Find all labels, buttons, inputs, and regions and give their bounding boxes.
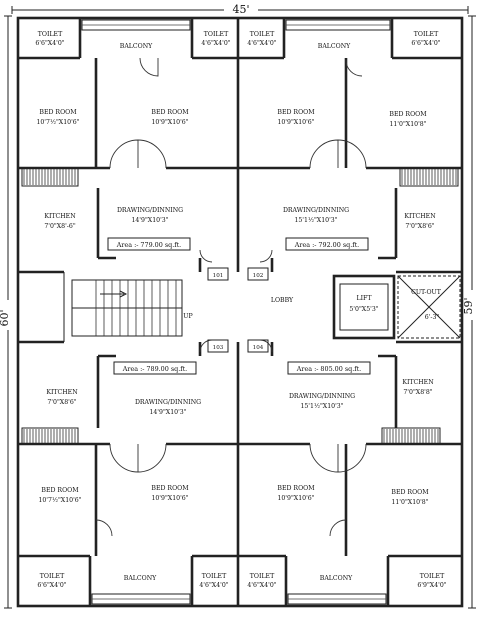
tr-kitchen-size: 7'0"X8'6": [405, 223, 434, 230]
dimension-right: 59': [462, 297, 475, 314]
cutout-size: 6'-3": [425, 314, 440, 321]
bl-kitchen-name: KITCHEN: [46, 389, 78, 396]
lobby-label: LOBBY: [271, 297, 294, 304]
tl-toilet1-name: TOILET: [38, 31, 63, 38]
tl-kitchen-name: KITCHEN: [44, 213, 76, 220]
area-top-right: Area :- 792.00 sq.ft.: [294, 241, 359, 249]
area-bottom-right: Area :- 805.00 sq.ft.: [296, 365, 361, 373]
unit-boxes: [207, 267, 269, 353]
br-bed1-name: BED ROOM: [277, 485, 315, 492]
bl-kitchen-size: 7'0"X8'6": [47, 399, 76, 406]
dimension-left: 60': [0, 309, 11, 326]
doors: [95, 57, 367, 537]
tr-bed2-size: 11'0"X10'8": [389, 121, 426, 128]
staircase: [71, 279, 183, 337]
tr-bed1-size: 10'9"X10'6": [277, 119, 314, 126]
bl-bed1-size: 10'7½"X10'6": [38, 497, 81, 504]
bottom-balcony-railings: [91, 593, 387, 605]
br-drawing-size: 15'1½"X10'3": [300, 403, 343, 410]
tl-kitchen-size: 7'0"X8'-6": [44, 223, 75, 230]
top-wardrobes: [21, 167, 459, 187]
dimension-top: 45': [232, 3, 249, 16]
cut-out: [397, 275, 461, 339]
top-walls: [18, 18, 462, 272]
tr-toilet1-size: 4'6"X4'0": [247, 40, 276, 47]
bl-toilet1-name: TOILET: [40, 573, 65, 580]
bl-drawing-name: DRAWING/DINNING: [135, 399, 201, 406]
tr-drawing-size: 15'1½"X10'3": [294, 217, 337, 224]
bl-bed1-name: BED ROOM: [41, 487, 79, 494]
lift-name: LIFT: [357, 295, 373, 302]
lift-size: 5'0"X5'3": [349, 306, 378, 313]
bottom-walls: [18, 342, 462, 606]
bl-drawing-size: 14'9"X10'3": [149, 409, 186, 416]
unit-101: 101: [213, 273, 224, 279]
area-bottom-left: Area :- 789.00 sq.ft.: [122, 365, 187, 373]
tl-drawing-name: DRAWING/DINNING: [117, 207, 183, 214]
bl-toilet2-name: TOILET: [202, 573, 227, 580]
tr-balcony: BALCONY: [318, 43, 351, 50]
tl-bed2-name: BED ROOM: [151, 109, 189, 116]
br-kitchen-size: 7'0"X8'8": [403, 389, 432, 396]
bl-toilet1-size: 6'6"X4'0": [37, 582, 66, 589]
cutout-name: CUT-OUT: [411, 289, 442, 296]
tl-bed1-name: BED ROOM: [39, 109, 77, 116]
area-top-left: Area :- 779.00 sq.ft.: [116, 241, 181, 249]
tr-bed2-name: BED ROOM: [389, 111, 427, 118]
br-bed2-size: 11'0"X10'8": [391, 499, 428, 506]
br-kitchen-name: KITCHEN: [402, 379, 434, 386]
tr-bed1-name: BED ROOM: [277, 109, 315, 116]
unit-104: 104: [253, 345, 264, 351]
bottom-wardrobes: [21, 427, 441, 445]
br-balcony: BALCONY: [320, 575, 353, 582]
tl-toilet2-name: TOILET: [204, 31, 229, 38]
tr-toilet1-name: TOILET: [250, 31, 275, 38]
outer-walls: [16, 16, 464, 608]
bl-bed2-size: 10'9"X10'6": [151, 495, 188, 502]
br-bed1-size: 10'9"X10'6": [277, 495, 314, 502]
unit-102: 102: [253, 273, 264, 279]
tr-toilet2-name: TOILET: [414, 31, 439, 38]
tr-kitchen-name: KITCHEN: [404, 213, 436, 220]
br-drawing-name: DRAWING/DINNING: [289, 393, 355, 400]
lift-shaft: [332, 274, 396, 340]
stair-up-label: UP: [183, 313, 192, 320]
br-toilet1-name: TOILET: [250, 573, 275, 580]
dimension-lines: [4, 6, 476, 609]
tl-balcony: BALCONY: [120, 43, 153, 50]
br-toilet1-size: 4'6"X4'0": [247, 582, 276, 589]
unit-103: 103: [213, 345, 224, 351]
area-boxes: [107, 237, 371, 375]
tr-drawing-name: DRAWING/DINNING: [283, 207, 349, 214]
tl-bed2-size: 10'9"X10'6": [151, 119, 188, 126]
br-toilet2-name: TOILET: [420, 573, 445, 580]
tl-toilet1-size: 6'6"X4'0": [35, 40, 64, 47]
tl-bed1-size: 10'7½"X10'6": [36, 119, 79, 126]
br-bed2-name: BED ROOM: [391, 489, 429, 496]
bl-toilet2-size: 4'6"X4'0": [199, 582, 228, 589]
bl-bed2-name: BED ROOM: [151, 485, 189, 492]
tl-drawing-size: 14'9"X10'3": [131, 217, 168, 224]
tr-toilet2-size: 6'6"X4'0": [411, 40, 440, 47]
br-toilet2-size: 6'9"X4'0": [417, 582, 446, 589]
tl-toilet2-size: 4'6"X4'0": [201, 40, 230, 47]
bl-balcony: BALCONY: [124, 575, 157, 582]
wardrobe-hatching: [23, 169, 457, 443]
top-balcony-railings: [81, 19, 391, 31]
